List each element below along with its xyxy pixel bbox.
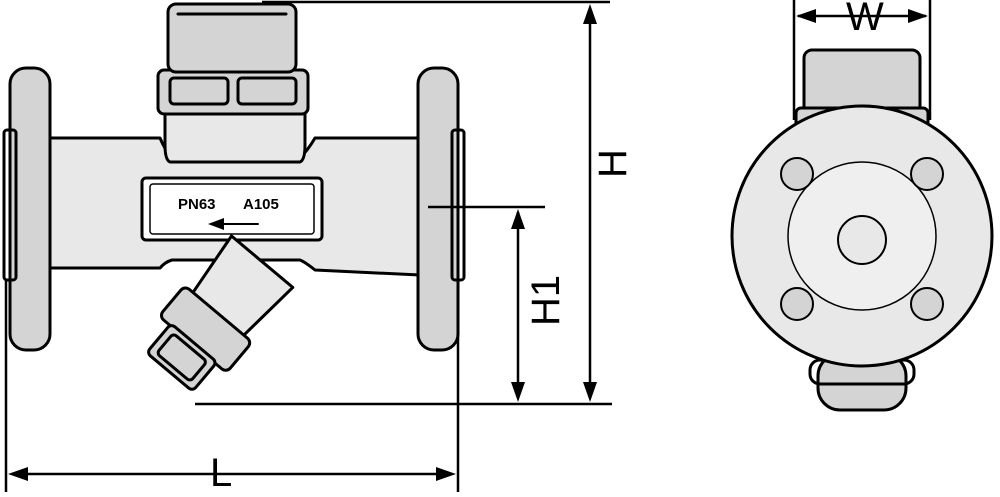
bolt-hole: [910, 157, 944, 191]
right-flange: [416, 66, 460, 352]
hex-nut-face-right: [236, 76, 298, 106]
dim-l-label: L: [210, 451, 232, 495]
bolt-hole: [910, 287, 944, 321]
dim-w-label: W: [846, 0, 884, 39]
end-bore: [837, 215, 887, 265]
strainer-leg: [147, 234, 295, 391]
bonnet-neck: [163, 110, 307, 164]
left-flange-face: [2, 128, 18, 282]
nameplate-material: A105: [243, 196, 279, 213]
dim-h-label: H: [591, 149, 635, 178]
end-view: [730, 48, 994, 412]
hex-nut-face-left: [168, 76, 230, 106]
side-view: PN63 A105: [2, 2, 545, 391]
dimensions: H H1 L W: [4, 0, 932, 495]
flow-arrow-icon: [208, 218, 259, 230]
bolt-hole: [780, 157, 814, 191]
bolt-hole: [780, 287, 814, 321]
nameplate-pressure: PN63: [178, 196, 216, 213]
nameplate: [140, 176, 324, 242]
dim-h1-label: H1: [524, 275, 568, 326]
cap: [166, 2, 298, 74]
left-flange: [8, 66, 52, 352]
